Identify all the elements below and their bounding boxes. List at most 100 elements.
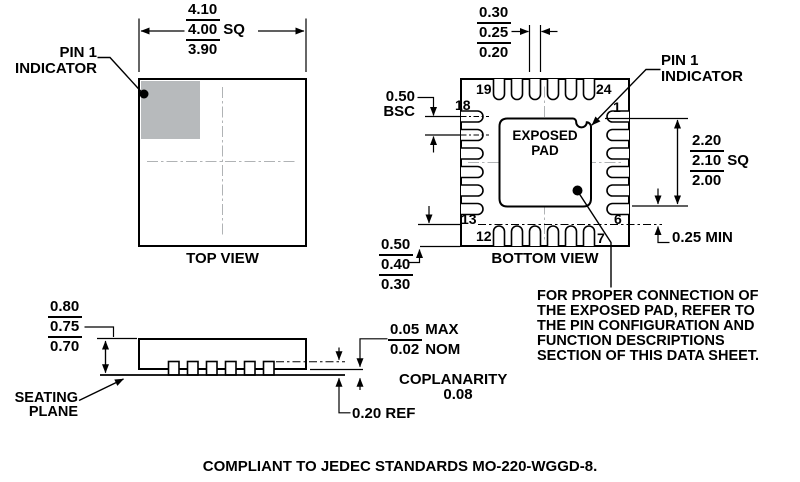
body-height-dimension: 0.80 0.75 0.70	[48, 299, 83, 359]
label-line: EXPOSED	[512, 128, 578, 143]
pad-clearance-dimension: 0.25 MIN	[672, 229, 733, 246]
leads-bottom-row	[492, 225, 596, 246]
label-line: INDICATOR	[15, 59, 97, 77]
lead	[528, 79, 542, 101]
dim-qualifier: SQ	[223, 21, 245, 38]
note-line: THE PIN CONFIGURATION AND	[537, 317, 755, 334]
lead	[546, 79, 560, 101]
dim-value: 0.50	[385, 88, 415, 105]
note-line: FUNCTION DESCRIPTIONS	[537, 332, 725, 349]
label-line: PIN 1	[661, 52, 699, 69]
lead	[582, 225, 596, 246]
dim-value: 0.25	[477, 25, 512, 44]
dim-qualifier: BSC	[383, 102, 415, 120]
label-line: SEATING	[14, 390, 78, 406]
lead	[606, 165, 629, 179]
label-line: PLANE	[28, 404, 78, 420]
dimension-connector	[84, 326, 115, 337]
pad-leader-dot	[572, 185, 583, 196]
lead	[606, 128, 629, 142]
dim-value: 3.90	[188, 41, 218, 58]
dim-value: 0.70	[50, 338, 80, 355]
dim-value: 0.30	[381, 276, 411, 293]
dim-value: 0.20	[479, 44, 509, 61]
dim-value: 0.30	[477, 5, 512, 24]
lead	[606, 110, 629, 123]
lead	[461, 165, 484, 179]
dim-value: 2.20	[690, 133, 725, 152]
lead	[606, 147, 629, 160]
leads-right-column	[606, 110, 629, 216]
dim-value: 0.75	[48, 319, 83, 338]
lead	[528, 225, 542, 246]
pin-number-7: 7	[597, 230, 605, 246]
lead-thickness-dimension: 0.20 REF	[352, 404, 416, 422]
pin1-indicator-label-bottom-view: PIN 1 INDICATOR	[661, 53, 743, 84]
dim-value: 0.50	[379, 237, 414, 256]
side-view-drawing	[78, 326, 388, 414]
dim-value: 4.10	[186, 2, 221, 21]
lead	[510, 79, 524, 101]
dimension-arrow	[356, 338, 388, 368]
seating-plane-leader	[78, 378, 124, 402]
bottom-view-caption: BOTTOM VIEW	[491, 249, 599, 267]
leads-left-column	[461, 110, 484, 216]
lead-length-dimension: 0.50 0.40 0.30	[379, 237, 414, 297]
pin-number-18: 18	[455, 97, 471, 113]
exposed-pad-outline	[498, 117, 592, 208]
dimension-arrow	[335, 377, 351, 414]
dim-value: 0.02	[390, 341, 420, 358]
note-line: FOR PROPER CONNECTION OF	[537, 287, 759, 304]
lead	[461, 184, 484, 197]
pin-number-13: 13	[461, 211, 477, 227]
pin-number-6: 6	[614, 211, 622, 227]
dim-value: 0.05	[388, 322, 423, 341]
dim-qualifier: MAX	[425, 321, 459, 338]
pin1-leader-line	[97, 56, 143, 93]
lead	[582, 79, 596, 101]
lead	[510, 225, 524, 246]
dim-value: 2.10	[690, 153, 725, 172]
lead-cross-section	[186, 360, 199, 376]
lead	[461, 202, 484, 216]
dimension-arrow	[654, 226, 670, 244]
dimension-arrow	[417, 96, 437, 116]
label-line: INDICATOR	[661, 67, 743, 85]
note-line: SECTION OF THIS DATA SHEET.	[537, 347, 760, 364]
label-line: PIN 1	[59, 44, 97, 61]
seating-plane-label: SEATING PLANE	[0, 390, 78, 420]
lead-cross-section	[262, 360, 275, 376]
pin-number-24: 24	[596, 81, 612, 97]
pin1-leader-line	[591, 68, 661, 126]
dim-qualifier: NOM	[425, 341, 461, 358]
top-view-drawing	[97, 18, 307, 247]
dim-value: 2.00	[692, 172, 722, 189]
exposed-pad-note: FOR PROPER CONNECTION OF THE EXPOSED PAD…	[537, 287, 760, 364]
dim-qualifier: SQ	[727, 152, 749, 169]
pin1-indicator-area	[141, 81, 200, 139]
lead-cross-section	[224, 360, 237, 376]
leads-top-row	[492, 79, 596, 101]
pin-number-19: 19	[476, 81, 492, 97]
pin-number-1: 1	[613, 99, 621, 115]
lead-cross-section	[167, 360, 180, 376]
lead	[606, 202, 629, 216]
note-line: THE EXPOSED PAD, REFER TO	[537, 302, 755, 319]
pitch-dimension: 0.50 BSC	[370, 88, 415, 120]
lead	[492, 79, 506, 101]
pin1-indicator-label-top-view: PIN 1 INDICATOR	[0, 45, 97, 76]
top-view-caption: TOP VIEW	[186, 249, 259, 267]
lead	[564, 79, 578, 101]
lead-cross-section	[205, 360, 218, 376]
lead	[564, 225, 578, 246]
pad-note-leader-line	[576, 190, 612, 288]
pin-number-12: 12	[476, 228, 492, 244]
bottom-view-drawing	[408, 25, 688, 288]
dim-value: 0.80	[48, 299, 83, 318]
side-view-body-outline	[138, 338, 307, 370]
